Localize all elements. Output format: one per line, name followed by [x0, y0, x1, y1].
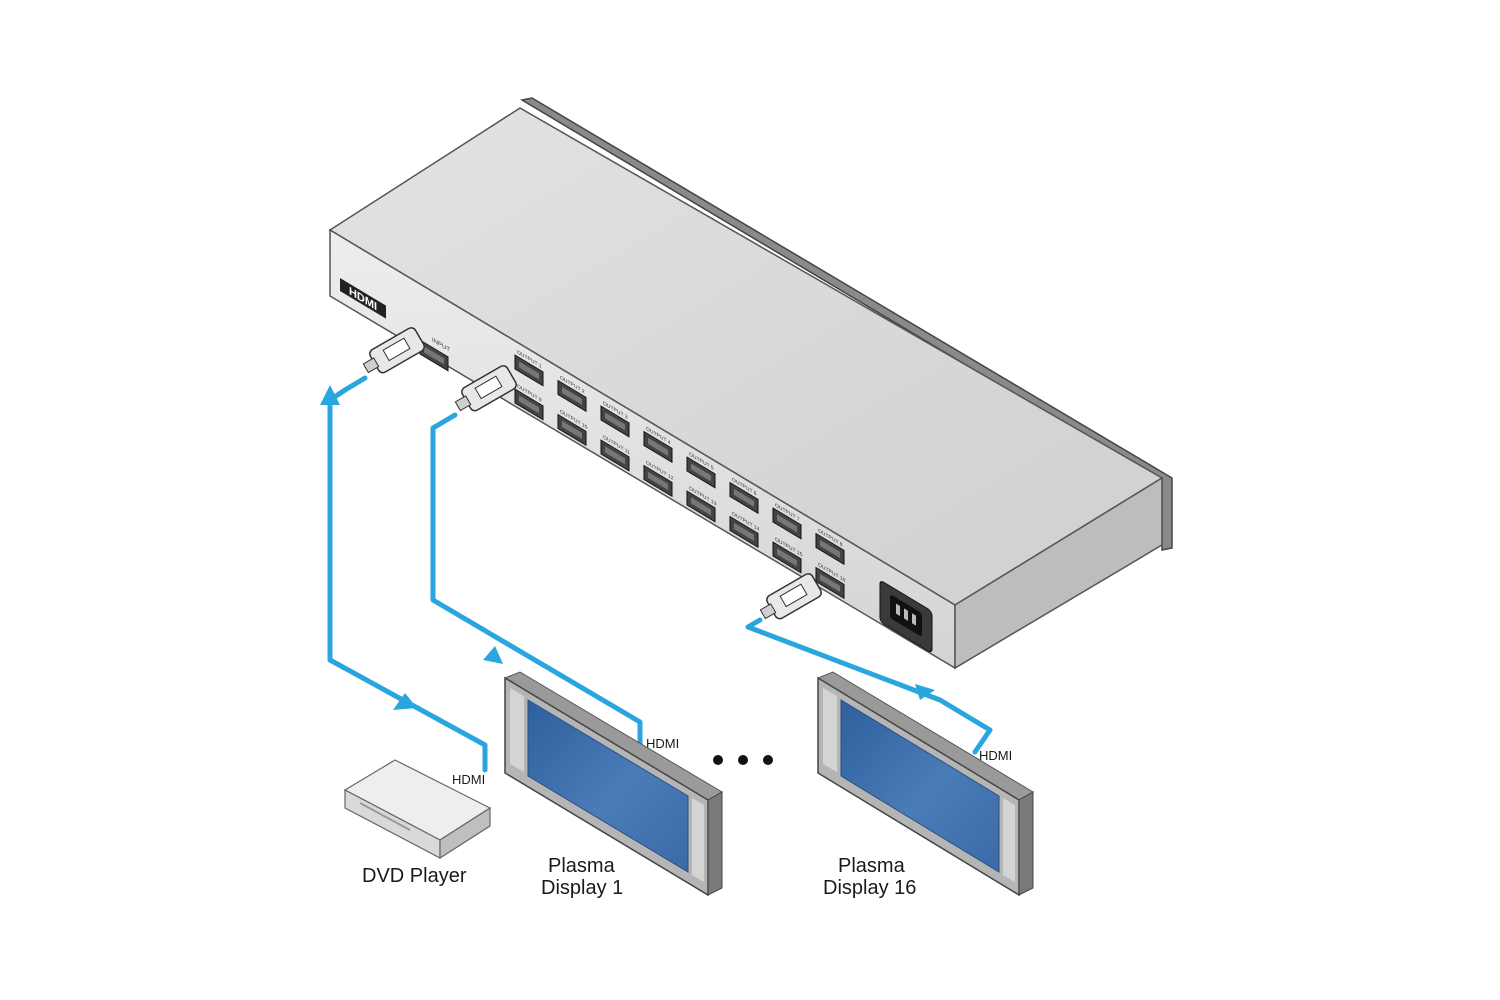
output-port-pins — [562, 420, 582, 439]
display16-cable-label: HDMI — [979, 748, 1012, 763]
output-port-10[interactable]: OUTPUT 10 — [557, 408, 587, 447]
plasma-display-1: Plasma Display 1 — [503, 671, 723, 899]
output-port-pins — [777, 514, 797, 533]
chassis-side — [954, 476, 1163, 670]
cable-output1-to-display1: HDMI — [430, 412, 679, 751]
output-port-pins — [734, 522, 754, 541]
output-port-pins — [777, 548, 797, 567]
dvd-cable-label: HDMI — [452, 772, 485, 787]
output-port-pins — [820, 539, 840, 558]
output-port-11[interactable]: OUTPUT 11 — [600, 433, 630, 472]
output-port-pins — [519, 395, 539, 414]
cable-output16-to-display16: HDMI — [745, 617, 1012, 763]
dvd-player-label: DVD Player — [362, 865, 467, 887]
display-16-label-line1: Plasma — [838, 855, 906, 877]
arrow-up-dvd-cable — [320, 385, 340, 405]
output-port-pins — [648, 437, 668, 456]
display-1-label-line2: Display 1 — [541, 877, 623, 899]
ellipsis-more-displays — [713, 755, 773, 765]
hdmi-plug-output1 — [454, 365, 517, 412]
output-port-pins — [605, 446, 625, 465]
output-port-pins — [691, 463, 711, 482]
output-port-pins — [605, 412, 625, 431]
display1-cable-label: HDMI — [646, 736, 679, 751]
arrow-up-dvd-cable-lower — [393, 693, 417, 710]
output-port-pins — [820, 573, 840, 592]
arrow-right-display16-cable — [915, 684, 935, 700]
output-port-pins — [519, 361, 539, 380]
display-1-label-line1: Plasma — [548, 855, 616, 877]
plasma-display-16: Plasma Display 16 — [816, 671, 1034, 899]
power-inlet[interactable] — [879, 580, 933, 653]
output-port-pins — [734, 488, 754, 507]
dvd-player: DVD Player — [343, 759, 492, 887]
display-1-screen — [527, 699, 689, 873]
hdmi-plug-input — [362, 327, 425, 374]
arrow-down-display1-cable — [483, 646, 503, 664]
output-port-pins — [691, 497, 711, 516]
hdmi-plug-output16 — [759, 573, 822, 620]
output-port-pins — [562, 386, 582, 405]
cable-dvd-to-input: HDMI — [320, 375, 488, 787]
display-16-label-line2: Display 16 — [823, 877, 916, 899]
output-port-pins — [648, 471, 668, 490]
display-16-screen — [840, 699, 1000, 873]
